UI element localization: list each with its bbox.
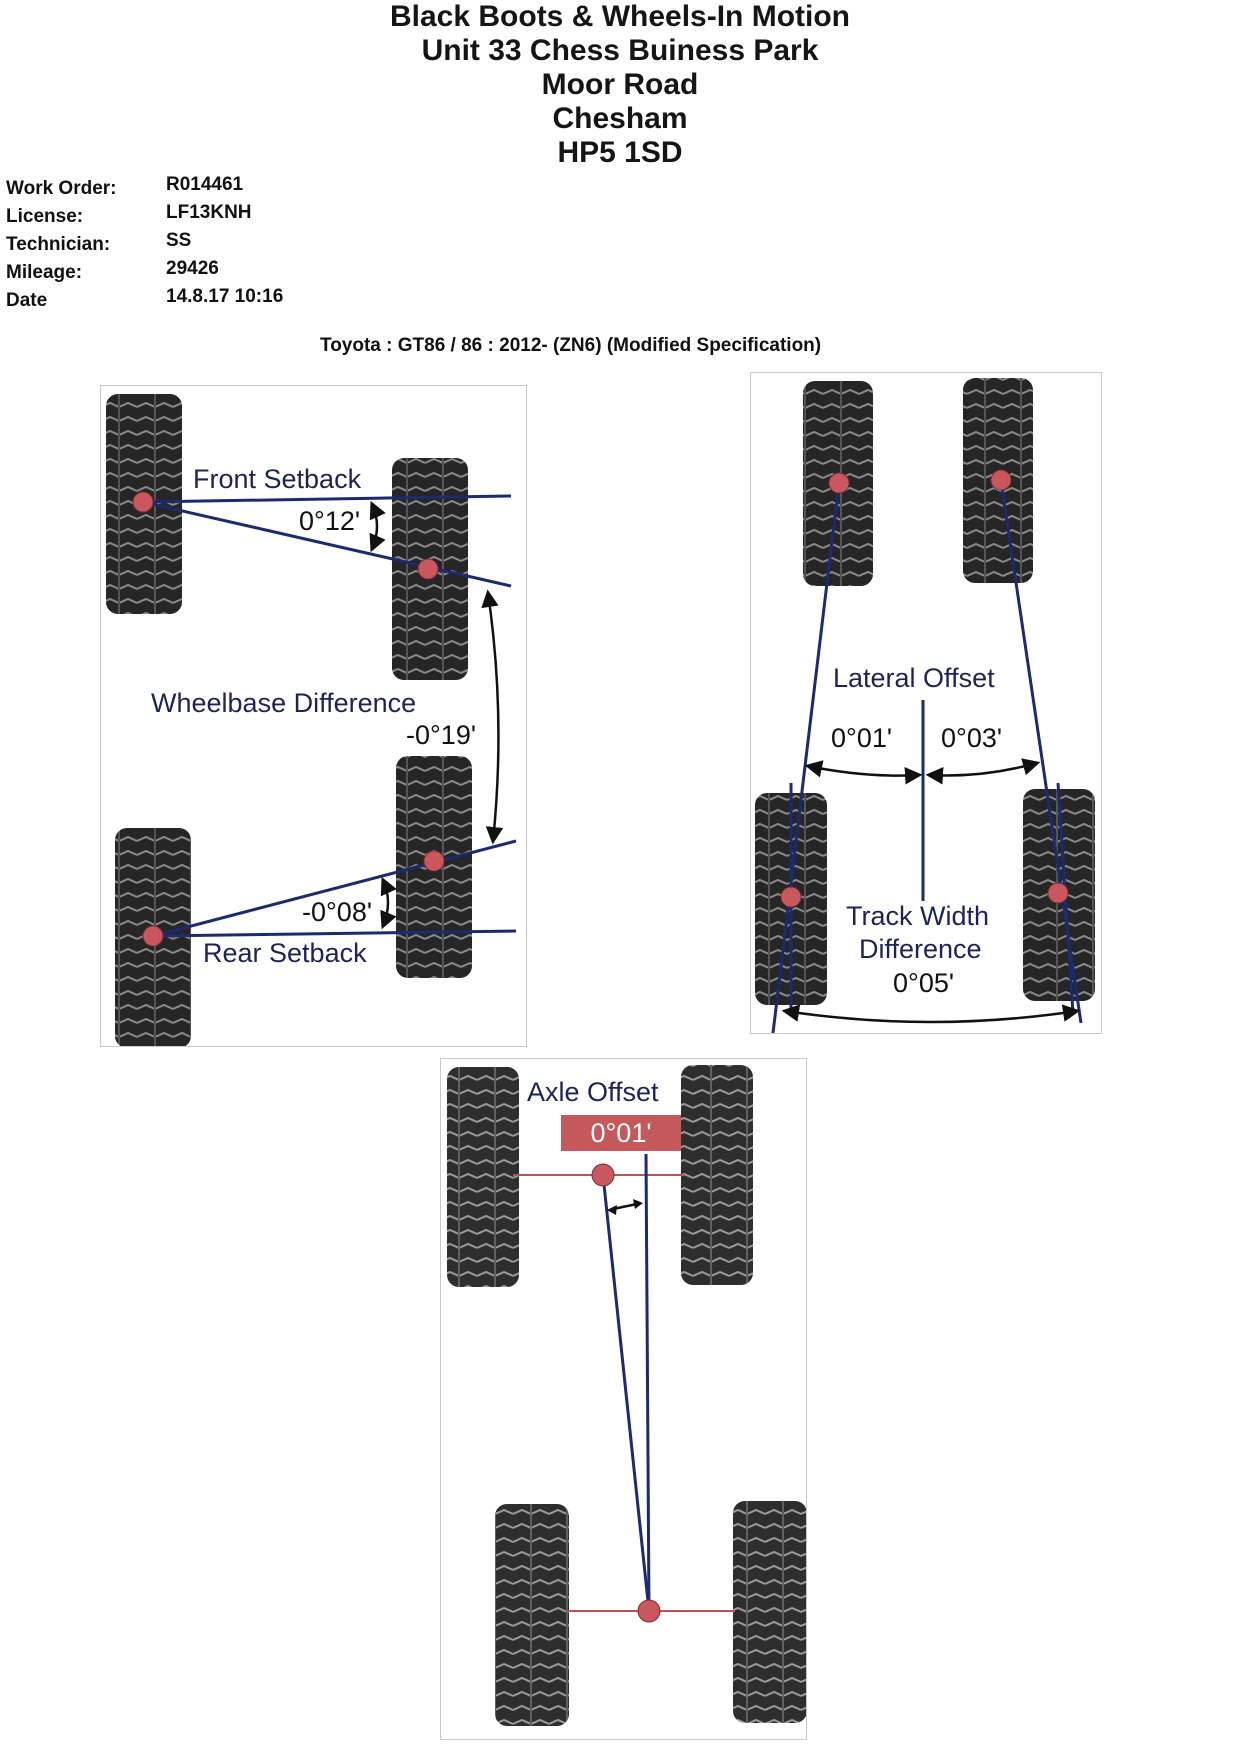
wheelbase-difference-label: Wheelbase Difference <box>151 688 417 718</box>
vehicle-spec: Toyota : GT86 / 86 : 2012- (ZN6) (Modifi… <box>320 335 822 356</box>
rear-right-ball <box>1047 882 1069 904</box>
address-line-unit: Unit 33 Chess Buiness Park <box>421 34 819 67</box>
tyre-rear-left <box>495 1504 569 1726</box>
rear-axle-ball <box>637 1599 661 1623</box>
lateral-offset-left-value: 0°01' <box>831 723 893 753</box>
front-right-ball <box>417 558 439 580</box>
front-left-ball <box>132 491 154 513</box>
address-line-road: Moor Road <box>541 68 699 101</box>
technician-value: SS <box>166 230 192 251</box>
mileage-value: 29426 <box>166 258 219 279</box>
lateral-offset-right-value: 0°03' <box>941 723 1003 753</box>
front-axle-ball <box>591 1163 615 1187</box>
front-left-ball <box>828 472 850 494</box>
setback-diagram-graphic <box>106 394 517 1046</box>
rear-left-ball <box>780 886 802 908</box>
setback-diagram: Front Setback 0°12' Wheelbase Difference… <box>100 385 527 1047</box>
front-right-ball <box>990 469 1012 491</box>
axle-offset-label: Axle Offset <box>527 1077 659 1107</box>
tyre-rear-right <box>733 1501 806 1723</box>
date-value: 14.8.17 10:16 <box>166 286 284 307</box>
rear-setback-value: -0°08' <box>302 897 372 927</box>
date-label: Date <box>6 290 48 311</box>
axle-offset-value-badge: 0°01' <box>561 1115 681 1151</box>
mileage-label: Mileage: <box>6 262 83 283</box>
lateral-offset-diagram-graphic <box>755 378 1095 1033</box>
track-width-difference-label: Difference <box>859 934 982 964</box>
lateral-offset-diagram: Lateral Offset 0°01' 0°03' Track Width D… <box>750 372 1102 1034</box>
rear-setback-label: Rear Setback <box>203 938 367 968</box>
wheelbase-difference-value: -0°19' <box>406 720 476 750</box>
address-line-postcode: HP5 1SD <box>557 136 683 169</box>
axle-offset-diagram-graphic <box>447 1065 806 1726</box>
track-width-value: 0°05' <box>893 968 955 998</box>
track-width-label: Track Width <box>846 901 990 931</box>
license-value: LF13KNH <box>166 202 252 223</box>
garage-address-header: Black Boots & Wheels-In Motion Unit 33 C… <box>0 0 1240 170</box>
garage-name: Black Boots & Wheels-In Motion <box>389 0 851 33</box>
axle-offset-diagram: Axle Offset 0°01' <box>440 1058 807 1740</box>
technician-label: Technician: <box>6 234 111 255</box>
work-order-label: Work Order: <box>6 178 117 199</box>
rear-right-ball <box>423 850 445 872</box>
front-setback-value: 0°12' <box>299 506 361 536</box>
address-line-town: Chesham <box>552 102 688 135</box>
work-order-value: R014461 <box>166 174 244 195</box>
license-label: License: <box>6 206 84 227</box>
lateral-offset-label: Lateral Offset <box>833 663 995 693</box>
tyre-front-left <box>447 1067 519 1287</box>
rear-left-ball <box>142 925 164 947</box>
front-setback-label: Front Setback <box>193 464 362 494</box>
tyre-front-right <box>681 1065 753 1285</box>
